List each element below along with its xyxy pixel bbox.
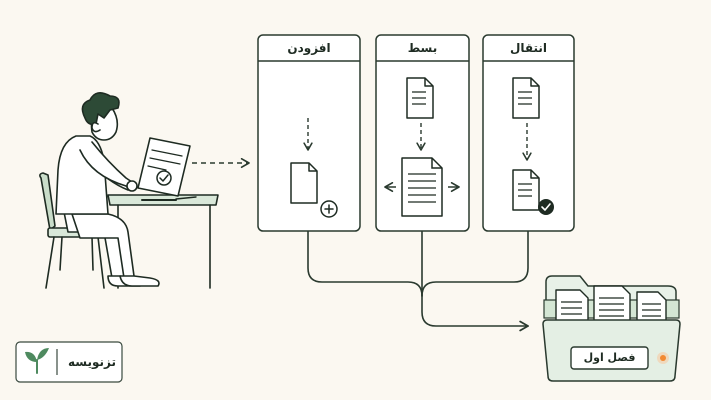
- merge-connectors: [307, 230, 529, 332]
- document-icon: [512, 77, 540, 119]
- plus-circle-icon: [320, 200, 338, 218]
- person-at-desk-illustration: [39, 92, 219, 289]
- desk: [107, 194, 219, 289]
- paper-with-check-icon: [137, 137, 191, 197]
- folder-label: فصل اول: [583, 351, 636, 364]
- step-title-transfer: انتقال: [509, 41, 548, 55]
- step-box-add: [257, 34, 361, 232]
- legs: [63, 211, 160, 287]
- step-title-expand: بسط: [407, 41, 438, 55]
- brand-name: تزنویسه: [68, 355, 116, 369]
- document-icon: [290, 162, 318, 204]
- expanded-document-icon: [401, 157, 443, 217]
- check-circle-icon: [538, 199, 554, 215]
- chapter-folder: [542, 275, 681, 382]
- step-box-transfer: [482, 34, 575, 232]
- highlight-dot-icon: [657, 352, 669, 364]
- sprout-logo-icon: [25, 348, 49, 374]
- torso: [55, 135, 138, 215]
- document-icon: [512, 169, 540, 211]
- head: [81, 92, 120, 141]
- brand-badge: [15, 341, 123, 383]
- step-title-add: افزودن: [287, 41, 331, 55]
- chair: [39, 172, 105, 289]
- step-box-expand: [375, 34, 470, 232]
- document-icon: [406, 77, 434, 119]
